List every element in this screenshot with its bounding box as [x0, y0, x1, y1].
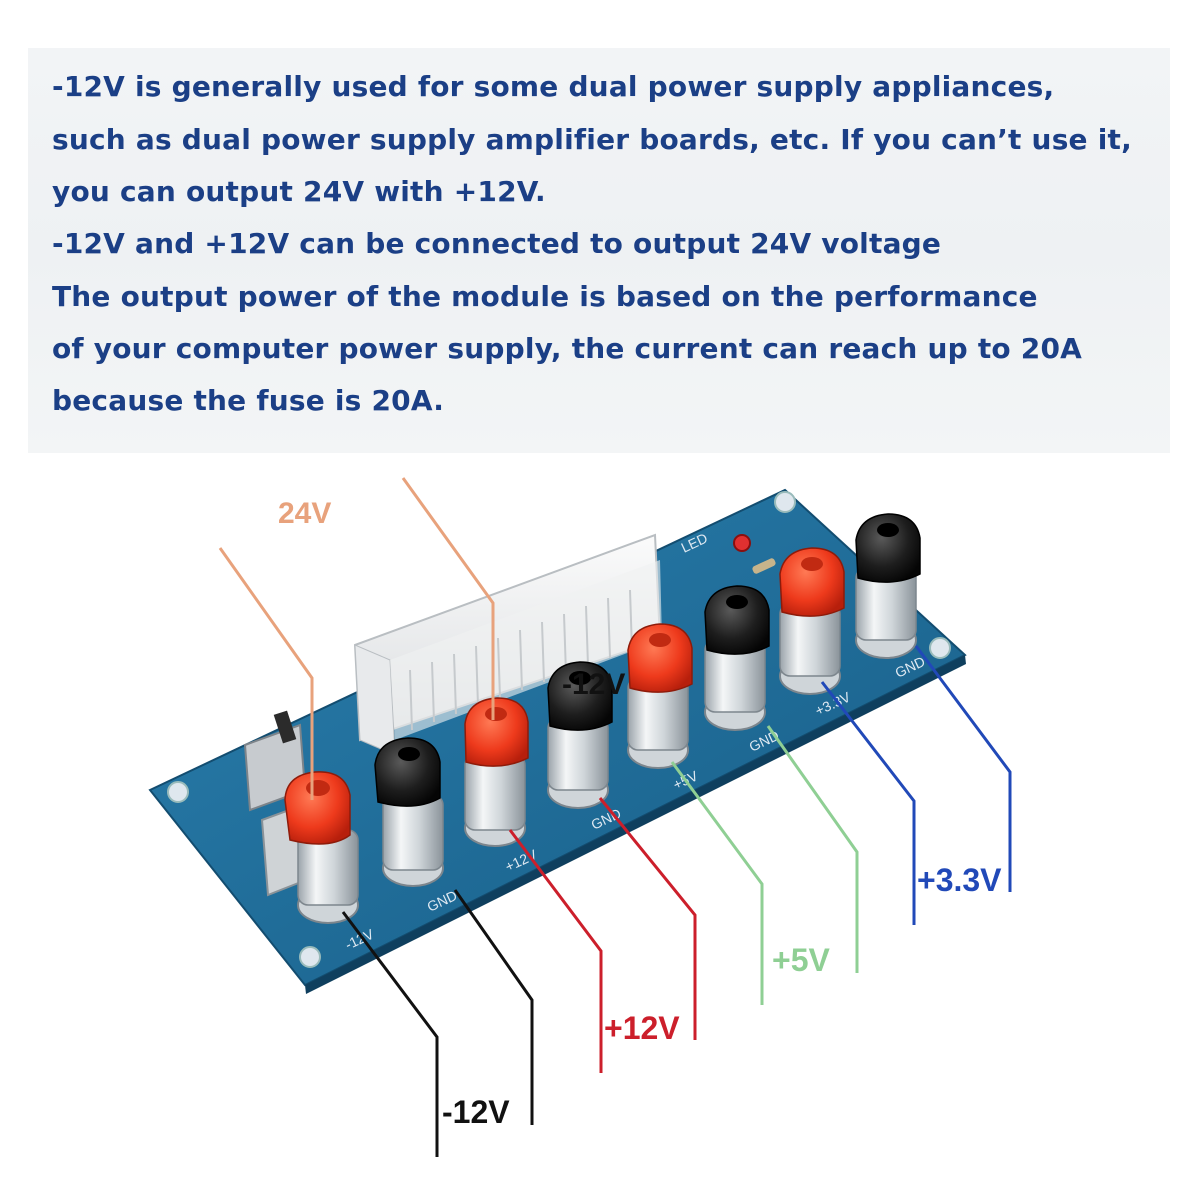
leader-plus12v — [508, 829, 603, 1073]
terminal-gnd-2 — [547, 661, 613, 809]
leader-gnd — [453, 889, 534, 1125]
description-line-3: you can output 24V with +12V. — [52, 175, 546, 208]
description-line-2: such as dual power supply amplifier boar… — [52, 123, 1132, 156]
leader-plus5v-gnd — [766, 725, 859, 973]
description-line-5: The output power of the module is based … — [52, 280, 1038, 313]
leader-24v-left — [218, 547, 314, 800]
terminal-plus5v — [627, 623, 693, 769]
mount-hole — [929, 637, 951, 659]
terminal-gnd-3 — [704, 585, 770, 731]
label-plus5v: +5V — [772, 942, 830, 978]
leader-plus12v-gnd — [598, 797, 697, 1040]
mount-hole — [299, 946, 321, 968]
description-line-6: of your computer power supply, the curre… — [52, 332, 1083, 365]
atx-24pin-connector — [353, 533, 662, 756]
label-plus3v3: +3.3V — [917, 862, 1002, 898]
led-indicator — [733, 534, 776, 574]
terminal-gnd-1 — [374, 737, 444, 887]
leader-plus3v3 — [820, 681, 916, 925]
description-panel: -12V is generally used for some dual pow… — [28, 48, 1170, 453]
terminal-plus3v3 — [779, 547, 845, 695]
mount-hole — [167, 781, 189, 803]
label-24v: 24V — [278, 497, 332, 530]
description-line-1: -12V is generally used for some dual pow… — [52, 70, 1055, 103]
mount-hole — [774, 491, 796, 513]
label-minus12v-bottom: -12V — [442, 1094, 510, 1130]
label-plus12v: +12V — [604, 1010, 680, 1046]
label-minus12v-top: -12V — [562, 668, 626, 701]
terminal-plus12v — [464, 697, 529, 847]
terminal-minus12v — [284, 771, 359, 924]
description-line-4: -12V and +12V can be connected to output… — [52, 227, 942, 260]
leader-24v-right — [401, 477, 495, 720]
leader-plus5v — [670, 761, 764, 1005]
leader-minus12v — [341, 911, 439, 1157]
description-line-7: because the fuse is 20A. — [52, 384, 445, 417]
terminal-gnd-4 — [855, 513, 921, 659]
leader-plus3v3-gnd — [914, 645, 1012, 892]
